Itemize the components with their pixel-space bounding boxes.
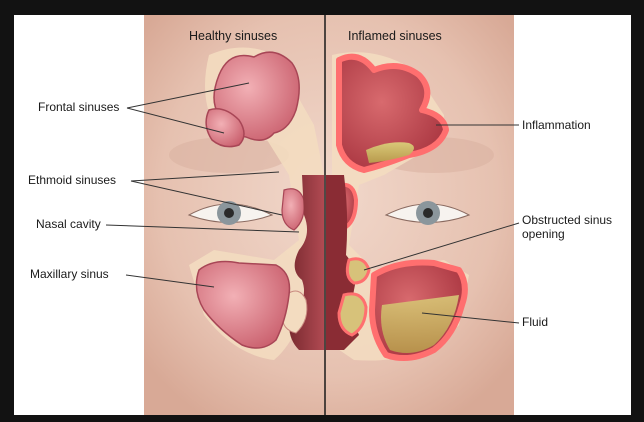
label-inflammation: Inflammation xyxy=(522,118,591,132)
heading-inflamed: Inflamed sinuses xyxy=(348,29,442,43)
label-ethmoid-sinuses: Ethmoid sinuses xyxy=(28,173,116,187)
label-obstructed-line1: Obstructed sinus xyxy=(522,213,612,227)
label-nasal-cavity: Nasal cavity xyxy=(36,217,101,231)
label-maxillary-sinus: Maxillary sinus xyxy=(30,267,109,281)
label-frontal-sinuses: Frontal sinuses xyxy=(38,100,119,114)
label-fluid: Fluid xyxy=(522,315,548,329)
diagram-panel: Healthy sinuses Inflamed sinuses Frontal… xyxy=(14,15,631,415)
heading-healthy: Healthy sinuses xyxy=(189,29,277,43)
label-obstructed-line2: opening xyxy=(522,227,565,241)
obstructed-opening xyxy=(347,259,369,283)
